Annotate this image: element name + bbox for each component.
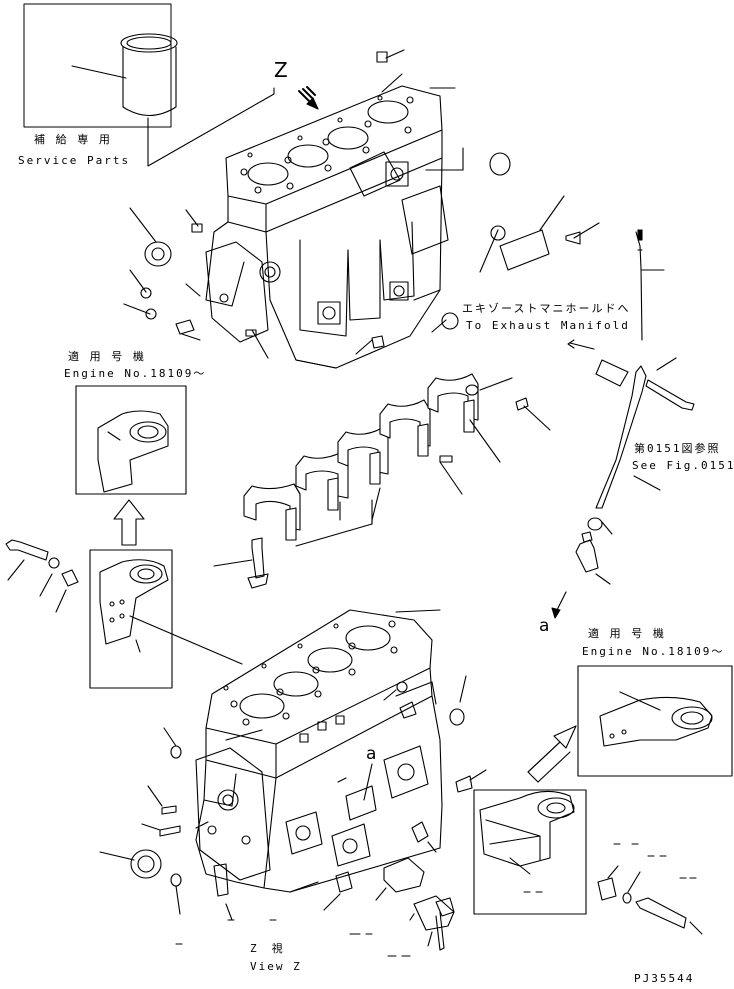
leader-lines-top	[123, 49, 600, 359]
exhaust-label-jp: エキゾーストマニホールドへ	[462, 302, 631, 315]
view-z-label-jp: Z 視	[250, 942, 285, 955]
diagonal-arrow	[527, 725, 577, 783]
engine-no-right-en: Engine No.18109～	[582, 645, 725, 658]
bracket-inset-right	[473, 789, 587, 915]
leader-line	[71, 65, 127, 79]
service-parts-label-en: Service Parts	[18, 154, 131, 167]
cylinder-liner-part	[120, 33, 178, 117]
up-arrow	[113, 499, 145, 546]
drawing-code: PJ35544	[634, 972, 695, 985]
view-z-letter: Z	[274, 58, 288, 82]
lower-block-small-parts	[99, 609, 487, 951]
engine-no-inset-left	[75, 385, 187, 495]
lower-engine-block	[195, 609, 443, 893]
main-bearing-bolt	[213, 537, 269, 589]
engine-no-inset-right	[577, 665, 733, 777]
reference-letter-a: a	[539, 616, 550, 636]
service-parts-inset	[23, 3, 275, 167]
upper-engine-block	[205, 85, 449, 369]
dipstick-assembly	[551, 229, 695, 619]
see-fig-label-en: See Fig.0151	[632, 459, 734, 472]
view-arrow	[298, 86, 319, 110]
reference-letter-a-lower: a	[366, 744, 377, 764]
right-bolt-washers	[597, 865, 703, 935]
leader-line	[147, 87, 275, 167]
main-bearing-caps	[243, 373, 551, 547]
engine-no-right-jp: 適 用 号 機	[588, 627, 666, 640]
engine-no-top-jp: 適 用 号 機	[68, 350, 146, 363]
left-bolt-washers	[5, 539, 79, 613]
view-z-leaders	[175, 843, 697, 957]
exhaust-label-en: To Exhaust Manifold	[466, 319, 630, 332]
see-fig-label-jp: 第0151図参照	[634, 442, 721, 455]
view-z-label-en: View Z	[250, 960, 302, 973]
bracket-inset-left	[89, 549, 243, 689]
service-parts-label-jp: 補 給 専 用	[34, 133, 112, 146]
top-block-small-parts	[140, 51, 581, 349]
engine-no-top-en: Engine No.18109～	[64, 367, 207, 380]
